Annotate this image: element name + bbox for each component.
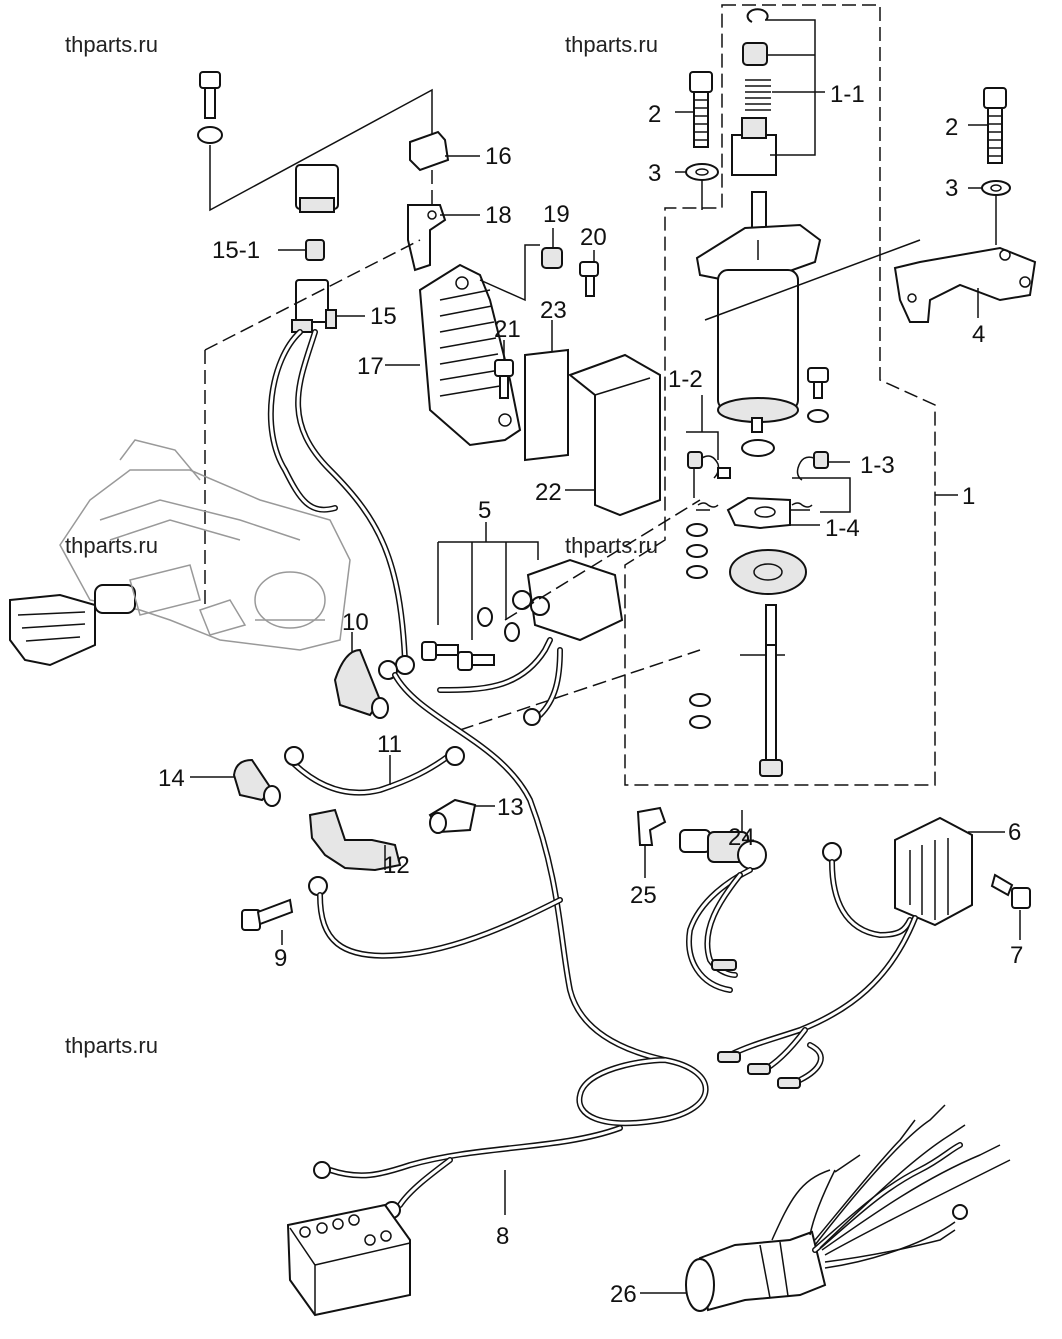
cap-10 [333, 648, 389, 719]
cover-22 [567, 353, 661, 517]
leader [767, 54, 825, 93]
callout-3: 3 [945, 175, 958, 202]
callout-19: 19 [543, 201, 570, 228]
watermark: thparts.ru [565, 32, 658, 57]
pad-23 [524, 348, 569, 462]
callout-24: 24 [728, 824, 755, 851]
rectifier-regulator-17 [418, 263, 522, 447]
watermarks: thparts.ru thparts.ru thparts.ru thparts… [65, 32, 658, 1058]
bolt-7 [990, 873, 1031, 909]
callout-22: 22 [535, 479, 562, 506]
bolt-2-left [689, 71, 713, 148]
engine-casing [9, 439, 351, 667]
fuse-holder-15 [291, 279, 337, 333]
callout-14: 14 [158, 765, 185, 792]
callout-11: 11 [377, 731, 402, 758]
main-switch-24 [679, 829, 767, 870]
watermark: thparts.ru [65, 533, 158, 558]
callout-20: 20 [580, 224, 607, 251]
callout-1-4: 1-4 [825, 515, 860, 542]
rectifier-6 [894, 816, 973, 927]
callout-2: 2 [945, 114, 958, 141]
callout-1-2: 1-2 [668, 366, 703, 393]
callout-7: 7 [1010, 942, 1023, 969]
leader [765, 19, 816, 156]
terminal-cover-13 [428, 798, 477, 834]
callout-23: 23 [540, 297, 567, 324]
brush-plate-1-4 [726, 496, 791, 530]
callout-6: 6 [1008, 819, 1021, 846]
callout-13: 13 [497, 794, 524, 821]
collar-19 [541, 247, 563, 269]
callout-25: 25 [630, 882, 657, 909]
callout-26: 26 [610, 1281, 637, 1308]
grommet-12 [308, 808, 402, 872]
fuse-15-1 [305, 239, 325, 261]
boot-14 [232, 758, 281, 807]
callout-2: 2 [648, 101, 661, 128]
callout-9: 9 [274, 945, 287, 972]
bracket-16 [409, 130, 450, 172]
watermark: thparts.ru [65, 32, 158, 57]
wiring-harness-26 [685, 1230, 827, 1312]
callout-8: 8 [496, 1223, 509, 1250]
starter-motor [695, 8, 822, 457]
end-cover [729, 549, 807, 595]
bolt-top-left [197, 71, 223, 144]
watermark: thparts.ru [65, 1033, 158, 1058]
washer-3 [685, 163, 719, 181]
bolt-9 [241, 898, 294, 931]
callout-1-1: 1-1 [830, 81, 865, 108]
clip-25 [636, 806, 667, 846]
callout-15: 15 [370, 303, 397, 330]
bolt-2-right [983, 87, 1007, 164]
callout-15-1: 15-1 [212, 237, 260, 264]
starter-bracket-4 [893, 246, 1037, 323]
callout-5: 5 [478, 497, 491, 524]
screw-20 [579, 261, 599, 297]
callout-4: 4 [972, 321, 985, 348]
bolt-5 [421, 607, 520, 671]
brush-holder-1-2 [687, 451, 731, 511]
starter-relay [512, 558, 624, 642]
brush-1-3 [790, 451, 829, 511]
callout-21: 21 [494, 316, 521, 343]
callout-1-3: 1-3 [860, 452, 895, 479]
relay [295, 164, 339, 213]
callout-17: 17 [357, 353, 384, 380]
battery [286, 1203, 411, 1317]
washer-3 [981, 180, 1011, 196]
callout-18: 18 [485, 202, 512, 229]
callout-3: 3 [648, 160, 661, 187]
callout-10: 10 [342, 609, 369, 636]
callout-1: 1 [962, 483, 975, 510]
callout-12: 12 [383, 852, 410, 879]
bracket-18 [407, 204, 447, 272]
callout-16: 16 [485, 143, 512, 170]
